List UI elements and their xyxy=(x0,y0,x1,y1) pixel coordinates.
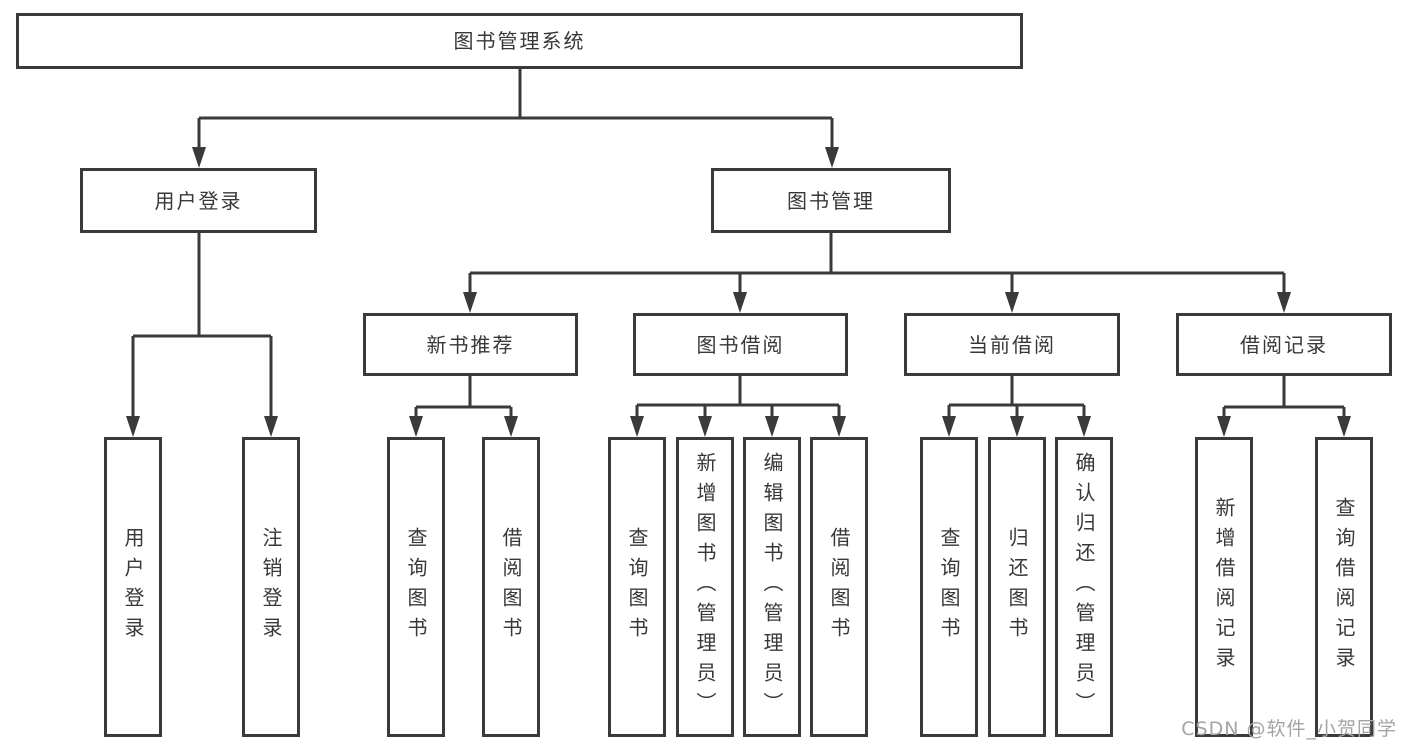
leaf-borrowing-edit-books-admin: 编辑图书（管理员） xyxy=(743,437,801,737)
node-new-book-recommendation: 新书推荐 xyxy=(363,313,578,376)
leaf-logout-label: 注销登录 xyxy=(259,527,283,647)
leaf-borrowing-add-books-admin: 新增图书（管理员） xyxy=(676,437,734,737)
leaf-user-login-label: 用户登录 xyxy=(121,527,145,647)
arrowhead-icon xyxy=(1005,292,1019,313)
connector-new-book-children xyxy=(414,376,513,419)
leaf-records-add-record-label: 新增借阅记录 xyxy=(1212,497,1236,677)
node-new-book-recommendation-label: 新书推荐 xyxy=(426,332,515,357)
arrowhead-icon xyxy=(1277,292,1291,313)
leaf-borrowing-edit-books-admin-label: 编辑图书（管理员） xyxy=(760,452,784,722)
node-book-borrowing: 图书借阅 xyxy=(633,313,848,376)
leaf-records-query-record-label: 查询借阅记录 xyxy=(1332,497,1356,677)
leaf-recommend-query-books-label: 查询图书 xyxy=(404,527,428,647)
leaf-recommend-borrow-books-label: 借阅图书 xyxy=(499,527,523,647)
connector-root-to-level2 xyxy=(197,69,834,150)
node-user-login-label: 用户登录 xyxy=(154,188,243,213)
arrowhead-icon xyxy=(126,416,140,437)
arrowhead-icon xyxy=(463,292,477,313)
arrowhead-icon xyxy=(1077,416,1091,437)
arrowhead-icon xyxy=(630,416,644,437)
leaf-recommend-borrow-books: 借阅图书 xyxy=(482,437,540,737)
leaf-borrowing-borrow-books-label: 借阅图书 xyxy=(827,527,851,647)
node-root-label: 图书管理系统 xyxy=(453,29,586,53)
arrowhead-icon xyxy=(733,292,747,313)
leaf-user-login: 用户登录 xyxy=(104,437,162,737)
leaf-current-query-books: 查询图书 xyxy=(920,437,978,737)
connector-book-management-children xyxy=(468,233,1286,295)
connector-user-login-children xyxy=(131,233,273,419)
leaf-borrowing-query-books-label: 查询图书 xyxy=(625,527,649,647)
arrowhead-icon xyxy=(409,416,423,437)
node-book-borrowing-label: 图书借阅 xyxy=(696,332,785,357)
node-current-borrowing-label: 当前借阅 xyxy=(968,332,1056,357)
leaf-borrowing-borrow-books: 借阅图书 xyxy=(810,437,868,737)
node-borrowing-records-label: 借阅记录 xyxy=(1240,332,1328,357)
node-book-management: 图书管理 xyxy=(711,168,951,233)
arrowhead-icon xyxy=(504,416,518,437)
leaf-records-add-record: 新增借阅记录 xyxy=(1195,437,1253,737)
arrowhead-icon xyxy=(698,416,712,437)
node-book-management-label: 图书管理 xyxy=(787,188,875,213)
node-borrowing-records: 借阅记录 xyxy=(1176,313,1392,376)
leaf-current-query-books-label: 查询图书 xyxy=(937,527,961,647)
arrowhead-icon xyxy=(765,416,779,437)
leaf-borrowing-query-books: 查询图书 xyxy=(608,437,666,737)
connector-borrow-records-children xyxy=(1222,376,1346,419)
leaf-records-query-record: 查询借阅记录 xyxy=(1315,437,1373,737)
arrowhead-icon xyxy=(1010,416,1024,437)
leaf-current-return-books-label: 归还图书 xyxy=(1005,527,1029,647)
leaf-borrowing-add-books-admin-label: 新增图书（管理员） xyxy=(693,452,717,722)
arrowhead-icon xyxy=(264,416,278,437)
leaf-current-confirm-return-admin: 确认归还（管理员） xyxy=(1055,437,1113,737)
arrowhead-icon xyxy=(1337,416,1351,437)
leaf-recommend-query-books: 查询图书 xyxy=(387,437,445,737)
leaf-logout: 注销登录 xyxy=(242,437,300,737)
watermark: CSDN @软件_小贺同学 xyxy=(1181,718,1397,740)
arrowhead-icon xyxy=(832,416,846,437)
arrowhead-icon xyxy=(1217,416,1231,437)
arrowhead-icon xyxy=(942,416,956,437)
connector-book-borrow-children xyxy=(635,376,841,419)
leaf-current-confirm-return-admin-label: 确认归还（管理员） xyxy=(1072,452,1096,722)
node-root: 图书管理系统 xyxy=(16,13,1023,69)
arrowhead-icon xyxy=(192,147,206,168)
node-user-login: 用户登录 xyxy=(80,168,317,233)
node-current-borrowing: 当前借阅 xyxy=(904,313,1120,376)
connector-current-borrow-children xyxy=(947,376,1086,419)
arrowhead-icon xyxy=(825,147,839,168)
leaf-current-return-books: 归还图书 xyxy=(988,437,1046,737)
